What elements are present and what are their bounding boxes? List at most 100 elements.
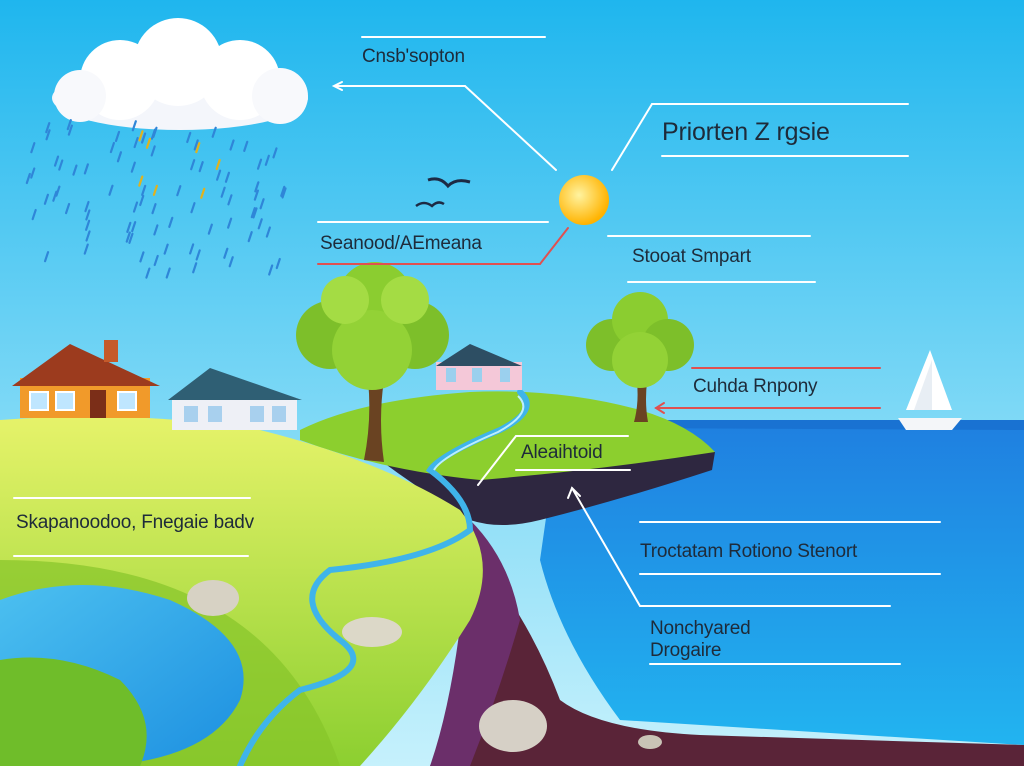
- rain-drop: [150, 128, 157, 140]
- rock: [479, 700, 547, 752]
- plateau: [300, 391, 715, 480]
- label-culture: Cuhda Rnpony: [693, 376, 818, 397]
- rain-drop: [58, 159, 64, 171]
- rain-drop: [165, 267, 171, 279]
- rain-drop: [216, 169, 222, 181]
- rain-drop: [139, 194, 145, 207]
- river-highlight: [433, 395, 525, 471]
- rain-drop: [53, 155, 60, 167]
- rain-drop: [256, 158, 263, 170]
- rain-drop: [257, 218, 263, 230]
- rain-drop: [55, 185, 61, 197]
- rain-drop: [131, 120, 137, 132]
- rain-drop: [280, 185, 286, 197]
- label-trace: Troctatam Rotiono Stenort: [640, 541, 858, 562]
- rain-drop: [25, 172, 31, 185]
- rain-drop: [228, 256, 234, 268]
- label-stood: Stooat Smpart: [632, 246, 751, 267]
- rain-drop: [72, 164, 78, 176]
- rain-drop: [265, 226, 271, 238]
- rain-drop: [52, 190, 58, 202]
- rain-drop: [215, 158, 221, 171]
- label-nonchyared: Nonchyared Drogaire: [650, 618, 751, 661]
- pond-grass: [0, 657, 147, 766]
- tree-large: [296, 262, 449, 462]
- rain-drop: [30, 142, 36, 154]
- rain-drop: [114, 130, 121, 143]
- rain-drop: [45, 129, 51, 141]
- soil-layer: [430, 560, 1024, 766]
- rain-drop: [108, 184, 114, 196]
- rain-drop: [150, 145, 156, 157]
- rock: [638, 735, 662, 749]
- rain-drop: [85, 230, 91, 242]
- rain-drop: [275, 257, 281, 270]
- rain-drop: [66, 119, 72, 131]
- rain-drop: [254, 181, 260, 193]
- rain-drop: [223, 247, 229, 259]
- rain-drop: [85, 209, 91, 221]
- rain-drop: [141, 184, 147, 196]
- rain-drop: [264, 154, 270, 166]
- rain-drop: [45, 122, 51, 134]
- label-aleaht: Aleaihtoid: [521, 442, 603, 463]
- rain-drop: [132, 201, 139, 213]
- rain-drop: [168, 216, 174, 228]
- rain-drop: [130, 161, 136, 173]
- rain-drop: [192, 262, 198, 274]
- rain-drop: [176, 185, 182, 197]
- rain-drop: [109, 141, 116, 154]
- rain-drop: [186, 131, 192, 144]
- rain-drop: [227, 217, 233, 229]
- rain-drop: [272, 147, 278, 159]
- rain-drop: [153, 254, 159, 267]
- rain-drop: [140, 132, 147, 144]
- rock: [187, 580, 239, 616]
- rain-drop: [224, 171, 231, 183]
- rain-drop: [67, 124, 73, 136]
- rain-drop: [128, 232, 134, 244]
- rain-drop: [253, 189, 259, 201]
- rain-drop: [200, 187, 206, 199]
- rain-drop: [190, 202, 196, 214]
- river: [237, 389, 530, 766]
- bird: [415, 201, 445, 208]
- rain-drops: [25, 119, 287, 279]
- rain-drop: [138, 175, 144, 187]
- rain-drop: [83, 163, 89, 175]
- rain-drop: [227, 194, 233, 206]
- tree-right: [586, 292, 694, 422]
- rain-drop: [243, 140, 249, 152]
- rain-drop: [163, 243, 169, 255]
- rain-drop: [189, 243, 195, 255]
- rain-drop: [64, 202, 71, 215]
- rain-drop: [31, 208, 37, 221]
- rain-drop: [198, 161, 204, 173]
- rain-drop: [125, 231, 131, 243]
- house-orange: [12, 340, 160, 418]
- cliff-face: [430, 520, 520, 766]
- sun: [559, 175, 609, 225]
- rain-drop: [250, 207, 256, 219]
- house-white: [168, 368, 302, 430]
- rain-drop: [43, 251, 50, 263]
- rain-drop: [84, 200, 90, 213]
- rain-drop: [30, 167, 36, 179]
- rain-drop: [151, 203, 157, 215]
- rain-drop: [259, 198, 265, 210]
- rain-drop: [131, 221, 137, 233]
- house-pink: [436, 344, 522, 390]
- rain-drop: [268, 264, 274, 276]
- rain-drop: [193, 139, 199, 151]
- label-surface-body: Skapanoodoo, Fnegaie badv: [16, 512, 254, 533]
- rain-drop: [139, 251, 145, 263]
- rock: [342, 617, 402, 647]
- rain-drop: [43, 193, 50, 205]
- rain-drop: [229, 139, 235, 151]
- rain-drop: [85, 219, 91, 231]
- rain-drop: [126, 221, 132, 233]
- label-seasonal: Seanood/AEmeana: [320, 233, 482, 254]
- rain-drop: [145, 267, 151, 279]
